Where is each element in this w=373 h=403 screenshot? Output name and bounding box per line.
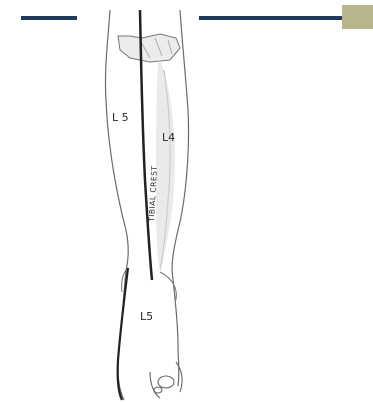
label-foot-l5: L5 [140,310,153,323]
foot [150,362,182,398]
label-thigh-l5: L 5 [112,111,129,124]
ankle [122,270,177,300]
label-shin-l4: L4 [162,131,175,144]
knee [118,34,180,62]
